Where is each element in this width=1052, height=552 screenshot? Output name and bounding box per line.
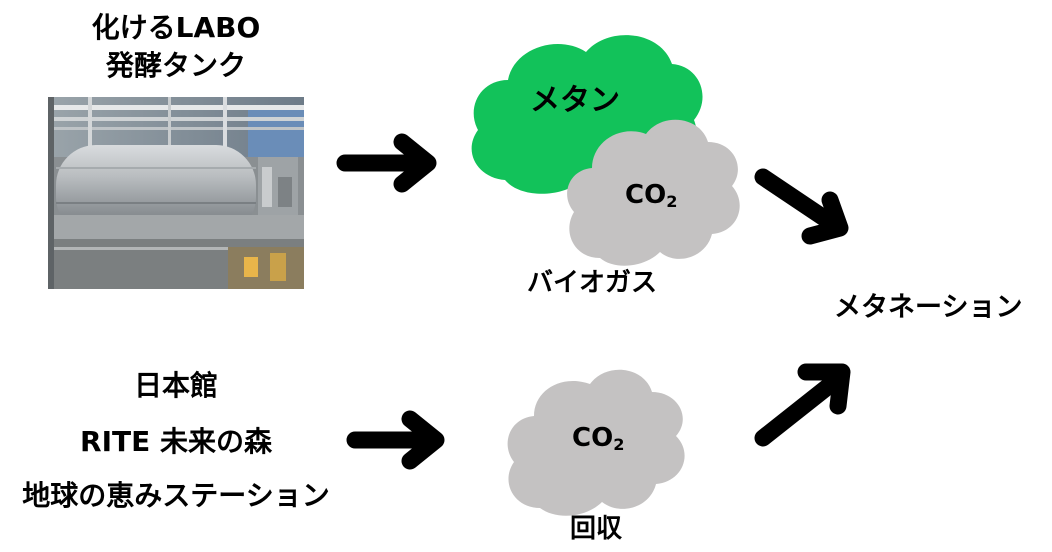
arrow-to-biogas — [336, 133, 437, 193]
biogas-co2-label: CO2 — [625, 180, 678, 212]
fermentation-tank-title-line2: 発酵タンク — [105, 49, 246, 82]
biogas-caption: バイオガス — [527, 268, 658, 298]
methanation-label: メタネーション — [834, 292, 1023, 323]
recovered-caption: 回収 — [570, 514, 623, 544]
fermentation-tank-title-line1: 化けるLABO — [91, 11, 261, 44]
biogas-co2-subscript: 2 — [666, 192, 678, 212]
biogas-co2-main: CO — [625, 180, 667, 210]
biogas-co2-cloud — [567, 119, 740, 266]
bottom-source-line2: RITE 未来の森 — [80, 425, 272, 458]
bottom-source-line1: 日本館 — [133, 369, 218, 402]
fermentation-tank-photo — [48, 97, 304, 289]
recovered-co2-main: CO — [572, 423, 614, 453]
recovered-co2-subscript: 2 — [613, 435, 625, 455]
recovered-co2-cloud — [507, 369, 685, 516]
recovered-co2-label: CO2 — [572, 423, 625, 455]
arrow-to-recovered-co2 — [346, 410, 445, 470]
methane-label: メタン — [530, 83, 620, 118]
arrow-recovered-to-methanation — [754, 363, 851, 447]
bottom-source-line3: 地球の恵みステーション — [22, 479, 330, 512]
arrow-biogas-to-methanation — [754, 168, 849, 245]
